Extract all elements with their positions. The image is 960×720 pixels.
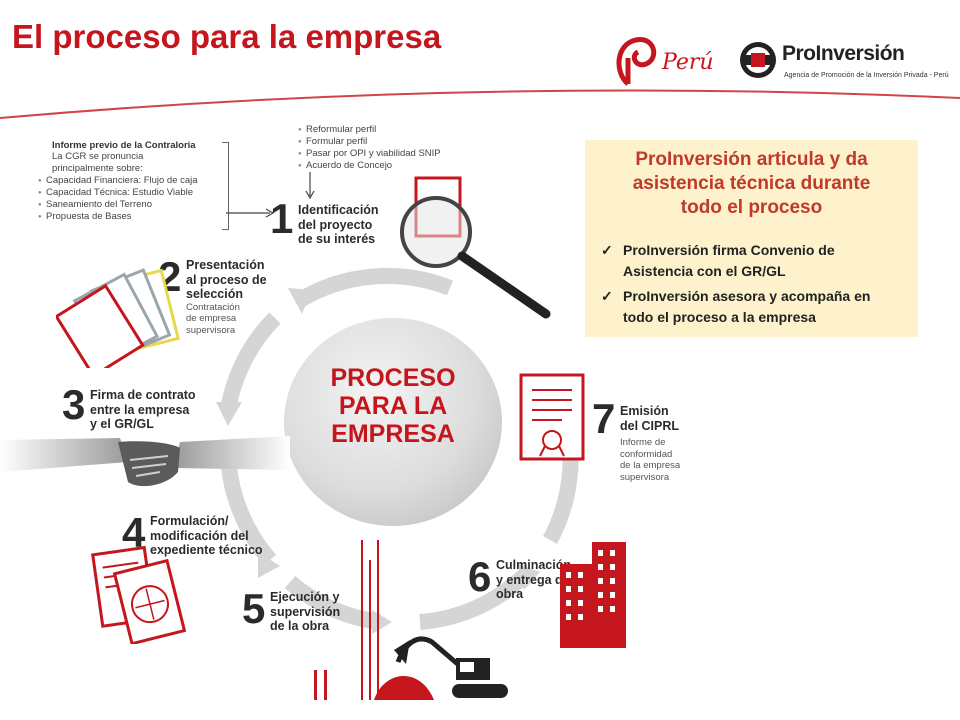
step-number: 7 <box>592 395 616 442</box>
step-title-line: entre la empresa <box>90 402 190 417</box>
contraloria-intro: principalmente sobre: <box>52 163 143 174</box>
step-subtitle-line: conformidad <box>620 448 673 460</box>
step-title-line: expediente técnico <box>150 543 263 557</box>
list-item: Capacidad Financiera: Flujo de caja <box>38 175 238 187</box>
certificate-icon <box>519 373 585 461</box>
heading-line: todo el proceso <box>680 197 823 218</box>
handshake-icon <box>0 436 290 487</box>
step-number: 5 <box>242 585 266 632</box>
list-item: Reformular perfil <box>298 124 498 136</box>
list-item: Propuesta de Bases <box>38 211 238 223</box>
step-subtitle-line: supervisora <box>620 471 670 483</box>
step1-options-list: Reformular perfil Formular perfil Pasar … <box>298 124 498 172</box>
contraloria-bracket <box>222 142 229 230</box>
step-title-line: modificación del <box>150 528 249 543</box>
contraloria-intro: La CGR se pronuncia <box>52 151 144 162</box>
info-box-heading: ProInversión articula y da asistencia té… <box>595 148 908 220</box>
step-number: 1 <box>270 195 294 242</box>
info-item-line: todo el proceso a la empresa <box>623 309 816 325</box>
step-title-line: Firma de contrato <box>90 388 196 402</box>
center-title-line: PARA LA <box>338 392 448 420</box>
center-title-line: PROCESO <box>330 364 456 392</box>
documents-stack-icon <box>56 268 181 368</box>
step-title-line: supervisión <box>270 604 341 619</box>
arrow-right-icon <box>226 208 275 218</box>
step-title-line: Emisión <box>620 404 669 418</box>
step-subtitle-line: Informe de <box>620 437 666 448</box>
excavator-icon <box>314 540 508 700</box>
contraloria-title: Informe previo de la Contraloria <box>52 140 196 151</box>
step-title-line: selección <box>186 287 243 301</box>
step-title-line: del CIPRL <box>620 418 680 433</box>
step-number: 6 <box>468 553 492 600</box>
step-title-line: al proceso de <box>186 272 267 287</box>
step-title-line: obra <box>496 587 524 601</box>
page-title: El proceso para la empresa <box>12 18 442 55</box>
step-subtitle-line: Contratación <box>186 301 240 313</box>
arrow-down-icon <box>305 172 315 200</box>
step-title-line: y entrega de <box>496 572 570 587</box>
center-process-circle: PROCESO PARA LA EMPRESA <box>284 318 502 526</box>
heading-line: asistencia técnica durante <box>632 173 871 194</box>
blueprint-documents-icon <box>91 545 187 644</box>
step-5-title: Ejecución y supervisión de la obra <box>270 590 340 634</box>
step-title-line: y el GR/GL <box>90 417 154 431</box>
step-title-line: de la obra <box>270 619 330 633</box>
step-4-title: Formulación/ modificación del expediente… <box>150 514 263 558</box>
proinversion-subtitle: Agencia de Promoción de la Inversión Pri… <box>784 72 949 79</box>
proinversion-info-box: ProInversión articula y da asistencia té… <box>585 140 918 337</box>
step-subtitle-line: supervisora <box>186 324 236 336</box>
list-item: Pasar por OPI y viabilidad SNIP <box>298 148 498 160</box>
proinversion-logo: ProInversión Agencia de Promoción de la … <box>738 38 958 88</box>
list-item: Acuerdo de Concejo <box>298 160 498 172</box>
peru-logo: Perú <box>610 32 720 92</box>
proinversion-name: ProInversión <box>782 42 905 65</box>
info-item-line: ProInversión asesora y acompaña en <box>623 288 871 304</box>
list-item: Formular perfil <box>298 136 498 148</box>
step-title-line: de su interés <box>298 232 376 246</box>
title-divider <box>0 89 960 119</box>
step-title-line: Identificación <box>298 203 379 217</box>
check-icon: ✓ <box>601 288 613 304</box>
list-item: Saneamiento del Terreno <box>38 199 238 211</box>
building-icon <box>560 542 626 648</box>
peru-logo-text: Perú <box>662 50 714 75</box>
step-6-title: Culminación y entrega de obra <box>496 558 571 602</box>
step-number: 4 <box>122 509 146 556</box>
step-number: 3 <box>62 381 86 428</box>
step-2-title: Presentación al proceso de selección Con… <box>186 258 267 336</box>
check-icon: ✓ <box>601 242 613 258</box>
magnifier-icon <box>400 176 551 319</box>
step-1-title: Identificación del proyecto de su interé… <box>298 203 379 247</box>
contraloria-note: Informe previo de la Contraloria La CGR … <box>38 140 238 223</box>
step-title-line: Culminación <box>496 558 572 572</box>
info-list-item: ✓ ProInversión firma Convenio de Asisten… <box>601 240 908 282</box>
step-title-line: Ejecución y <box>270 590 340 604</box>
step-subtitle-line: de empresa <box>186 313 237 324</box>
step-subtitle-line: de la empresa <box>620 460 681 471</box>
step-title-line: del proyecto <box>298 217 373 232</box>
info-item-line: Asistencia con el GR/GL <box>623 263 786 279</box>
list-item: Capacidad Técnica: Estudio Viable <box>38 187 238 199</box>
step-3-title: Firma de contrato entre la empresa y el … <box>90 388 196 432</box>
step-title-line: Formulación/ <box>150 514 229 528</box>
heading-line: ProInversión articula y da <box>635 149 868 170</box>
center-title-line: EMPRESA <box>331 420 455 448</box>
info-list-item: ✓ ProInversión asesora y acompaña en tod… <box>601 286 908 328</box>
step-7-title: Emisión del CIPRL Informe de conformidad… <box>620 404 680 483</box>
info-item-line: ProInversión firma Convenio de <box>623 242 835 258</box>
step-title-line: Presentación <box>186 258 265 272</box>
